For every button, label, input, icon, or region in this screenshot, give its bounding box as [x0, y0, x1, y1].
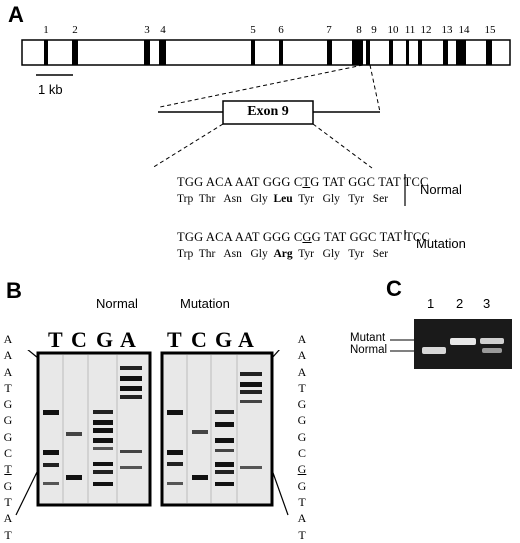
exon9-box [222, 100, 314, 125]
exon-number: 14 [458, 24, 470, 36]
exon-number: 7 [326, 24, 332, 36]
mutation-dna-sequence: TGG ACA AAT GGG CGG TAT GGC TAT TCC [177, 230, 430, 244]
exon-number: 15 [484, 24, 496, 36]
normal-label: Normal [420, 182, 462, 197]
exon-2 [72, 40, 78, 65]
exon-6 [279, 40, 283, 65]
exon-number: 5 [250, 24, 256, 36]
exon-14 [456, 40, 466, 65]
normal-aa-sequence: Trp Thr Asn Gly Leu Tyr Gly Tyr Ser [177, 193, 389, 205]
exon-9 [366, 40, 370, 65]
exon-number: 4 [160, 24, 166, 36]
exon-number: 3 [144, 24, 150, 36]
lane-letter: G [215, 327, 233, 352]
band-lane3-mutant [480, 338, 504, 344]
mutant-band-label: Mutant [350, 332, 386, 344]
band-lane2-mutant [450, 338, 476, 345]
mutation-site: T [4, 462, 12, 477]
mutation-site: G [297, 462, 307, 477]
lane-letter: A [238, 327, 254, 352]
exon-4 [159, 40, 166, 65]
mutation-site: G [302, 230, 312, 244]
panel-b-letter: B [6, 278, 22, 303]
mutation-gel [160, 351, 274, 507]
exon-number: 1 [43, 24, 49, 36]
agarose-gel [390, 319, 512, 369]
panel-a-letter: A [8, 2, 24, 27]
seq-zoom-left [151, 123, 224, 169]
scale-bar-label: 1 kb [38, 82, 63, 97]
exon-15 [486, 40, 492, 65]
seq-zoom-right [312, 123, 373, 169]
lane-letter: C [71, 327, 87, 352]
exon-5 [251, 40, 255, 65]
gene-outline [21, 39, 511, 66]
lane-letter: A [120, 327, 136, 352]
gel-lane-number: 2 [456, 296, 464, 311]
exon9-label: Exon 9 [247, 104, 289, 119]
exon-number: 12 [420, 24, 432, 36]
mutation-gel-title: Mutation [180, 296, 230, 311]
mutation-sequence-read: A A A T G G G C G G T A T [297, 332, 307, 542]
exon-13 [443, 40, 448, 65]
band-lane1-normal [422, 347, 446, 354]
exon-3 [144, 40, 150, 65]
normal-sequence-read: A A A T G G G C T G T A T [3, 332, 13, 542]
mutation-aa-sequence: Trp Thr Asn Gly Arg Tyr Gly Tyr Ser [177, 248, 389, 260]
panel-c-letter: C [386, 276, 402, 301]
band-lane3-normal [482, 348, 502, 353]
normal-dna-sequence: TGG ACA AAT GGG CTG TAT GGC TAT TCC [177, 175, 429, 189]
exon-11 [406, 40, 409, 65]
gene-diagram [21, 39, 511, 240]
exon-number: 6 [278, 24, 284, 36]
exon-12 [418, 40, 422, 65]
lane-letter: T [48, 327, 63, 352]
gel-lane-number: 1 [427, 296, 435, 311]
exon-number: 10 [387, 24, 399, 36]
exon-1 [44, 40, 48, 65]
zoom-line-right [369, 64, 381, 113]
exon-10 [389, 40, 393, 65]
lane-letter: T [167, 327, 182, 352]
exon-number: 9 [371, 24, 377, 36]
exon-number: 8 [356, 24, 362, 36]
normal-band-label: Normal [350, 344, 388, 356]
mutation-site: T [302, 175, 311, 189]
lane-letter: C [191, 327, 207, 352]
exon-7 [327, 40, 332, 65]
exon-number: 2 [72, 24, 78, 36]
gel-lane-number: 3 [483, 296, 491, 311]
exon-8 [352, 40, 363, 65]
sequencing-gels [15, 350, 289, 516]
exon-number: 13 [441, 24, 453, 36]
lane-letter: G [96, 327, 114, 352]
normal-gel-title: Normal [96, 296, 138, 311]
mutation-label: Mutation [416, 236, 466, 251]
exon-number: 11 [404, 24, 416, 36]
